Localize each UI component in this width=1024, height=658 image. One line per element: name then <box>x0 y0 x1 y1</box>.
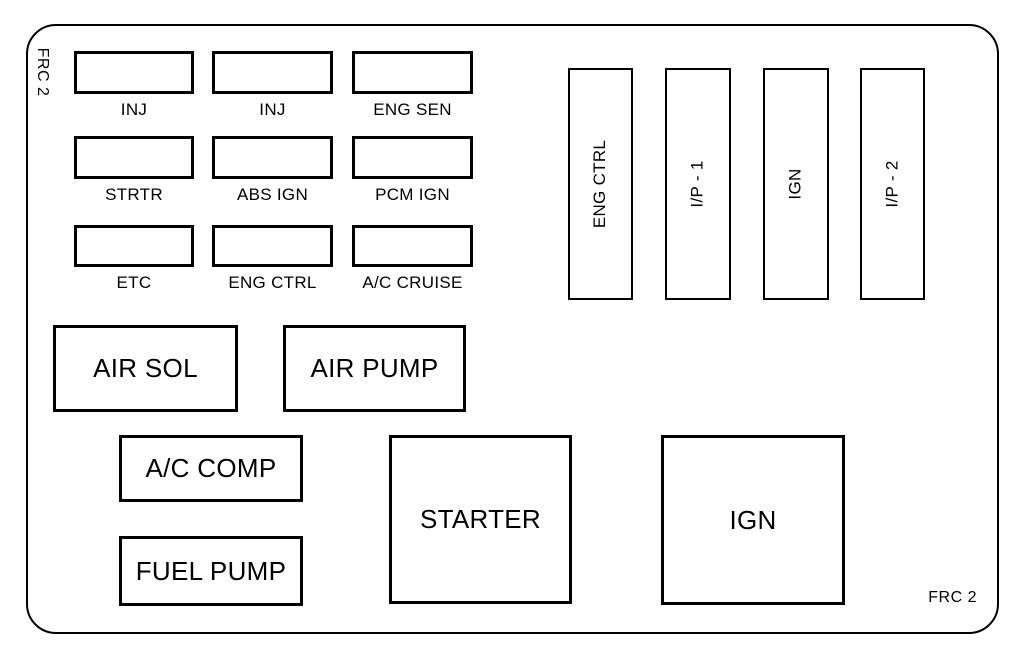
vfuse-label: I/P - 2 <box>882 160 902 208</box>
fuse-label: STRTR <box>105 185 163 204</box>
fuse-label: INJ <box>120 100 148 119</box>
vfuse-ign: IGN <box>763 68 829 300</box>
fuse-pcm-ign: PCM IGN <box>352 136 473 205</box>
relay-ign: IGN <box>661 435 845 605</box>
fuse-label: ETC <box>116 273 152 292</box>
fuse-ac-cruise: A/C CRUISE <box>352 225 473 293</box>
fuse-eng-sen: ENG SEN <box>352 51 473 120</box>
relay-label: AIR SOL <box>93 353 198 383</box>
relay-fuel-pump: FUEL PUMP <box>119 536 303 606</box>
fuse-inj-1: INJ <box>74 51 194 120</box>
relay-air-sol: AIR SOL <box>53 325 238 412</box>
fuse-label: INJ <box>259 100 286 119</box>
fuse-label: ENG CTRL <box>228 273 317 292</box>
relay-air-pump: AIR PUMP <box>283 325 466 412</box>
fuse-box <box>212 225 333 267</box>
vfuse-eng-ctrl: ENG CTRL <box>568 68 633 300</box>
fuse-box <box>212 136 333 179</box>
vfuse-label: ENG CTRL <box>590 139 610 229</box>
fuse-strtr: STRTR <box>74 136 194 205</box>
fuse-inj-2: INJ <box>212 51 333 120</box>
fuse-box <box>352 51 473 94</box>
fuse-box <box>212 51 333 94</box>
fuse-eng-ctrl: ENG CTRL <box>212 225 333 293</box>
vfuse-ip-1: I/P - 1 <box>665 68 731 300</box>
fuse-label: ABS IGN <box>236 185 309 204</box>
fuse-panel-outline <box>26 24 999 634</box>
panel-label-top-left: FRC 2 <box>34 47 51 97</box>
panel-label-bottom-right: FRC 2 <box>928 589 977 606</box>
vfuse-ip-2: I/P - 2 <box>860 68 925 300</box>
relay-label: IGN <box>729 504 777 535</box>
fuse-box <box>74 225 194 267</box>
fuse-box <box>74 136 194 179</box>
vfuse-label: I/P - 1 <box>687 160 707 208</box>
relay-label: FUEL PUMP <box>135 555 287 586</box>
vfuse-label: IGN <box>786 168 805 200</box>
fuse-box <box>352 136 473 179</box>
fuse-label: ENG SEN <box>373 100 452 119</box>
relay-ac-comp: A/C COMP <box>119 435 303 502</box>
relay-label: AIR PUMP <box>310 353 439 383</box>
fuse-label: A/C CRUISE <box>362 273 463 292</box>
fuse-abs-ign: ABS IGN <box>212 136 333 205</box>
relay-starter: STARTER <box>389 435 572 604</box>
fuse-label: PCM IGN <box>375 185 450 204</box>
fuse-box <box>74 51 194 94</box>
relay-label: STARTER <box>419 504 542 534</box>
fuse-box <box>352 225 473 267</box>
fuse-etc: ETC <box>74 225 194 293</box>
relay-label: A/C COMP <box>145 453 277 483</box>
